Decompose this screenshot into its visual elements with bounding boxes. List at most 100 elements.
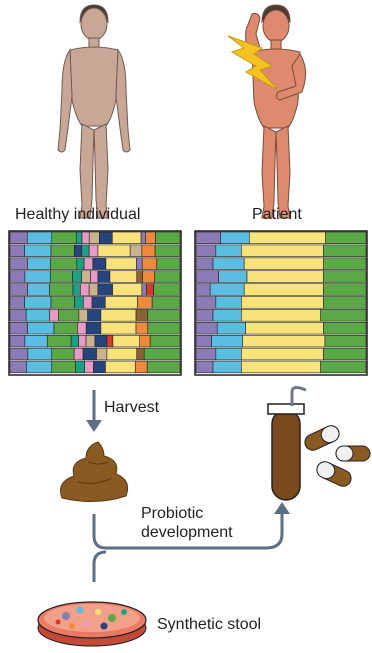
composition-segment (112, 232, 141, 244)
composition-segment (50, 284, 73, 296)
composition-segment (324, 348, 367, 360)
composition-segment (142, 245, 155, 257)
composition-segment (74, 297, 83, 309)
composition-segment (325, 335, 366, 347)
composition-segment (28, 322, 54, 334)
composition-segment (96, 348, 106, 360)
composition-segment (10, 322, 28, 334)
composition-segment (52, 361, 76, 373)
composition-segment (105, 361, 135, 373)
composition-segment (196, 348, 216, 360)
composition-segment (196, 309, 213, 321)
composition-segment (220, 232, 249, 244)
composition-segment (105, 297, 137, 309)
composition-segment (216, 245, 242, 257)
composition-segment (92, 297, 105, 309)
composition-segment (98, 284, 113, 296)
composition-segment (84, 258, 93, 270)
composition-segment (113, 335, 140, 347)
composition-segment (76, 361, 85, 373)
composition-segment (83, 348, 96, 360)
composition-segment (107, 335, 113, 347)
composition-segment (148, 309, 180, 321)
composition-segment (86, 322, 101, 334)
composition-segment (196, 245, 216, 257)
stool-pile-icon (61, 442, 128, 502)
synthetic-stool-label: Synthetic stool (157, 616, 261, 634)
arrow-head-icon (274, 502, 290, 514)
composition-segment (82, 271, 91, 283)
composition-segment (50, 271, 72, 283)
composition-segment (10, 361, 26, 373)
composition-segment (51, 258, 77, 270)
composition-segment (25, 271, 50, 283)
composition-segment (142, 284, 146, 296)
composition-segment (73, 271, 82, 283)
composition-segment (10, 348, 28, 360)
composition-segment (73, 284, 80, 296)
composition-segment (136, 309, 148, 321)
composition-segment (146, 284, 153, 296)
composition-segment (82, 232, 89, 244)
composition-segment (219, 271, 247, 283)
composition-segment (74, 348, 83, 360)
probiotic-capsule-icon (302, 423, 341, 453)
composition-segment (321, 361, 366, 373)
composition-segment (85, 361, 94, 373)
composition-segment (25, 335, 47, 347)
composition-segment (10, 258, 27, 270)
composition-segment (155, 245, 180, 257)
composition-segment (144, 348, 180, 360)
petri-dish-icon (38, 602, 146, 646)
composition-segment (88, 309, 101, 321)
composition-segment (241, 309, 320, 321)
healthy-person-figure (58, 5, 130, 218)
composition-segment (212, 335, 243, 347)
composition-segment (148, 322, 180, 334)
composition-segment (110, 271, 137, 283)
composition-segment (79, 309, 88, 321)
composition-segment (247, 271, 324, 283)
composition-segment (82, 245, 89, 257)
composition-segment (216, 348, 242, 360)
composition-segment (98, 271, 110, 283)
composition-segment (244, 284, 323, 296)
composition-segment (244, 258, 323, 270)
composition-segment (324, 258, 367, 270)
composition-segment (196, 232, 220, 244)
composition-segment (324, 271, 367, 283)
composition-segment (52, 232, 76, 244)
composition-segment (143, 271, 155, 283)
composition-segment (137, 348, 144, 360)
composition-segment (28, 348, 52, 360)
composition-segment (196, 297, 216, 309)
composition-segment (147, 361, 180, 373)
composition-segment (10, 297, 25, 309)
composition-segment (25, 297, 51, 309)
composition-segment (142, 258, 157, 270)
composition-segment (76, 232, 82, 244)
composition-segment (77, 258, 84, 270)
composition-segment (196, 284, 210, 296)
composition-segment (10, 335, 25, 347)
composition-segment (324, 322, 367, 334)
composition-segment (27, 258, 50, 270)
composition-segment (196, 271, 219, 283)
composition-segment (89, 284, 98, 296)
composition-segment (74, 245, 81, 257)
patient-composition-bars (196, 232, 366, 373)
composition-segment (241, 348, 323, 360)
probiotic-capsule-icon (336, 446, 370, 461)
composition-segment (157, 258, 180, 270)
composition-segment (89, 232, 99, 244)
composition-segment (156, 232, 180, 244)
composition-segment (140, 335, 150, 347)
composition-segment (130, 245, 142, 257)
healthy-composition-bars (10, 232, 180, 373)
composition-segment (196, 322, 217, 334)
composition-segment (80, 284, 89, 296)
composition-segment (51, 297, 74, 309)
patient-label: Patient (252, 206, 302, 224)
test-tube-icon (268, 388, 306, 501)
composition-segment (324, 297, 367, 309)
